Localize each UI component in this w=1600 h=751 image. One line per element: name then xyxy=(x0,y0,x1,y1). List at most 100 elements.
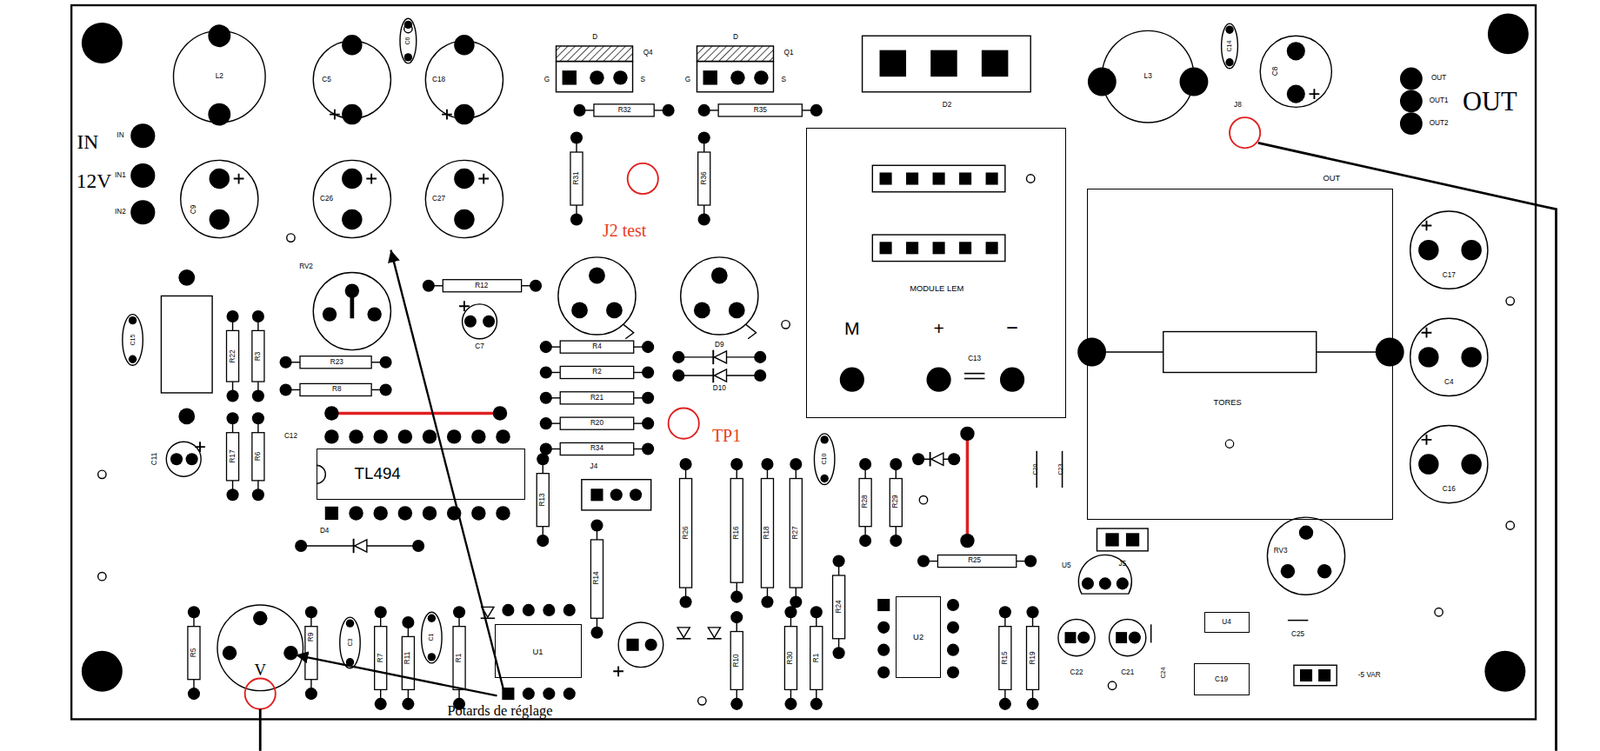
label-anchor: R4 xyxy=(592,343,602,351)
square-pad xyxy=(981,50,1009,78)
part-name: R7 xyxy=(377,653,385,664)
solder-pad xyxy=(1418,346,1439,367)
solder-pad xyxy=(728,302,746,320)
solder-pad xyxy=(1116,577,1129,590)
solder-pad xyxy=(784,698,797,711)
part-name: R29 xyxy=(892,495,900,509)
part-name: C25 xyxy=(1291,631,1305,639)
solder-pad xyxy=(1087,67,1117,97)
solder-pad xyxy=(427,614,436,623)
solder-pad xyxy=(753,70,768,85)
capacitor-symbol xyxy=(1221,23,1239,69)
capacitor-mark xyxy=(1150,624,1153,643)
part-name: D10 xyxy=(713,385,727,393)
part-name: R6 xyxy=(254,451,262,461)
leader-line xyxy=(259,709,262,751)
label-anchor: IN1 xyxy=(114,172,127,180)
part-name: C8 xyxy=(1272,66,1280,77)
solder-pad xyxy=(522,604,535,617)
solder-pad xyxy=(1460,346,1481,367)
component-outline xyxy=(1163,332,1317,374)
solder-pad xyxy=(373,429,387,444)
label-anchor: C14 xyxy=(1226,40,1233,52)
label-anchor: R21 xyxy=(590,394,604,402)
via-hole xyxy=(698,697,707,706)
part-name: OUT1 xyxy=(1429,97,1449,105)
solder-pad xyxy=(840,367,865,393)
solder-pad xyxy=(540,392,553,405)
solder-pad xyxy=(1180,67,1209,97)
annotation-text: J2 test xyxy=(602,222,647,240)
label-anchor: R17 xyxy=(228,449,236,463)
square-pad xyxy=(877,599,890,612)
resistor-symbol xyxy=(226,330,240,382)
polarity-mark xyxy=(459,300,470,312)
square-pad xyxy=(1105,533,1119,547)
via-hole xyxy=(1107,681,1116,690)
resistor-symbol xyxy=(401,636,414,690)
polarity-mark xyxy=(366,173,377,185)
label-anchor: R11 xyxy=(404,652,412,665)
resistor-symbol xyxy=(187,626,200,680)
solder-pad xyxy=(1099,577,1112,590)
label-anchor: R34 xyxy=(590,445,604,453)
label-anchor: D10 xyxy=(713,385,727,393)
polarity-mark xyxy=(1421,327,1433,339)
part-name: R10 xyxy=(733,654,740,668)
part-name: U5 xyxy=(1061,562,1072,570)
ic-notch xyxy=(316,465,327,484)
solder-pad xyxy=(810,698,823,711)
annotation-text: TP1 xyxy=(712,427,741,446)
part-name: G xyxy=(685,75,691,83)
part-name: C12 xyxy=(284,433,298,440)
square-pad xyxy=(626,639,640,652)
part-name: D xyxy=(592,33,598,41)
label-anchor: C24 xyxy=(1160,667,1167,680)
label-anchor: C12 xyxy=(284,433,298,440)
ic-outline: U1 xyxy=(494,624,582,679)
solder-pad xyxy=(1026,698,1040,711)
component-label: MODULE LEM xyxy=(909,284,964,294)
resistor-symbol xyxy=(560,366,634,379)
solder-pad xyxy=(1024,555,1037,568)
capacitor-symbol xyxy=(421,612,442,664)
solder-pad xyxy=(1375,338,1405,367)
annotation-text: OUT xyxy=(1462,88,1518,116)
solder-pad xyxy=(536,534,549,547)
diode-symbol xyxy=(713,369,727,382)
solder-pad xyxy=(672,351,685,364)
solder-pad xyxy=(341,209,362,230)
solder-pad xyxy=(401,698,414,711)
via-hole xyxy=(1225,440,1234,448)
label-anchor: R15 xyxy=(1001,651,1009,665)
mounting-hole xyxy=(81,651,123,693)
resistor-symbol xyxy=(226,433,240,481)
diode-symbol xyxy=(713,351,727,364)
solder-pad xyxy=(1418,453,1439,474)
part-name: C14 xyxy=(1226,40,1233,52)
solder-pad xyxy=(784,606,797,619)
component-tab xyxy=(623,324,634,339)
resistor-symbol xyxy=(680,479,693,589)
resistor-symbol xyxy=(789,479,802,589)
solder-pad xyxy=(1400,67,1423,91)
component-outline xyxy=(556,61,634,93)
annotation-text: V xyxy=(253,662,267,680)
label-anchor: C21 xyxy=(1120,669,1134,677)
part-name: R16 xyxy=(733,526,740,540)
label-anchor: J4 xyxy=(590,463,599,471)
solder-pad xyxy=(222,646,237,660)
square-pad xyxy=(325,506,339,520)
solder-pad xyxy=(252,389,265,402)
component-outline xyxy=(1260,35,1332,107)
label-anchor: IN xyxy=(116,132,124,140)
solder-pad xyxy=(346,619,354,627)
part-name: R18 xyxy=(763,526,771,540)
component-outline xyxy=(313,160,391,238)
label-anchor: C9 xyxy=(190,204,198,214)
component-label: U2 xyxy=(913,633,924,642)
component-outline xyxy=(1109,619,1147,656)
part-name: C10 xyxy=(821,453,828,466)
solder-pad xyxy=(226,310,240,323)
